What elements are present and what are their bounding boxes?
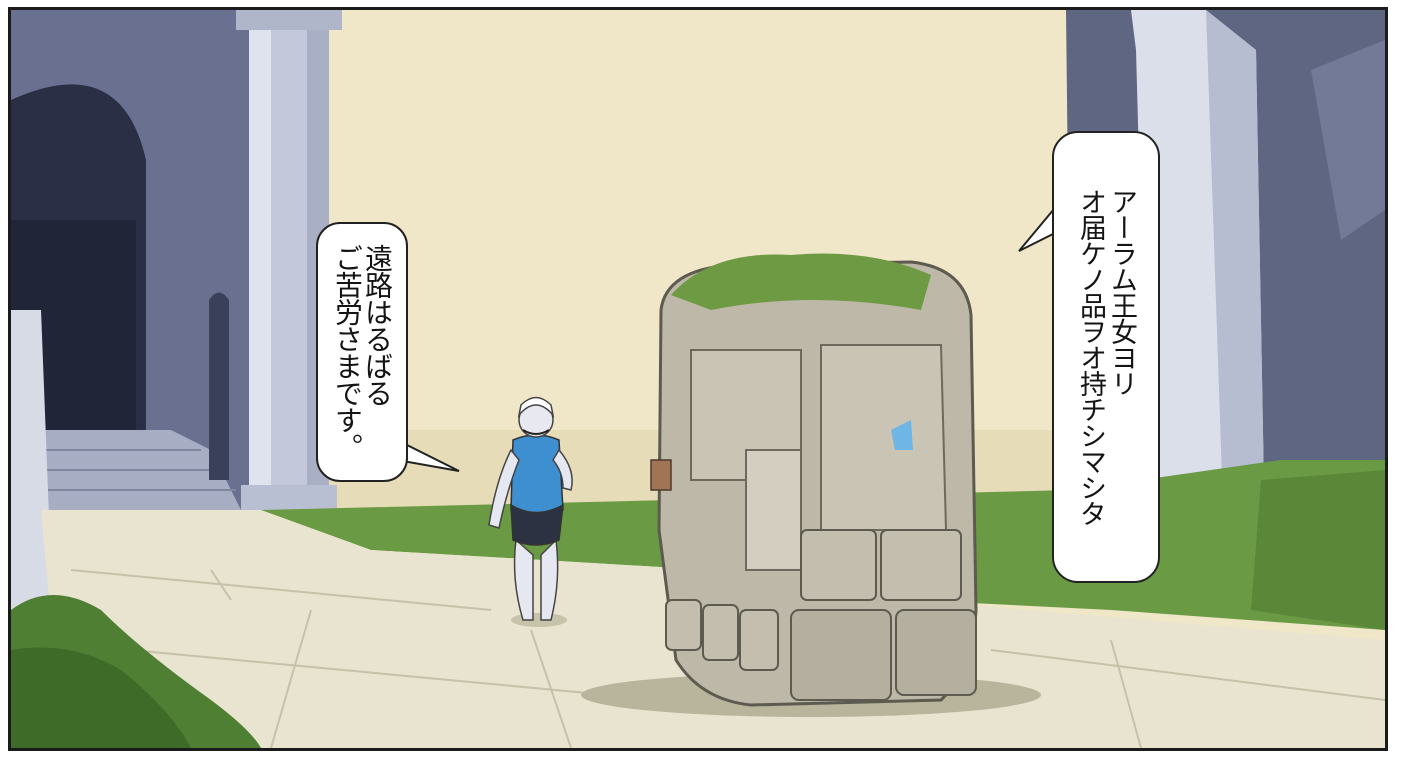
side-door (209, 292, 229, 480)
courtyard-scene (11, 10, 1385, 748)
android-girl (488, 396, 573, 627)
speech-text-right: アーラム王女ヨリ オ届ケノ品ヲオ持チシマシタ (1075, 188, 1137, 526)
speech-bubble-right: アーラム王女ヨリ オ届ケノ品ヲオ持チシマシタ (1052, 131, 1160, 583)
speech-text-left: 遠路はるばる ご苦労さまです。 (331, 244, 394, 460)
speech-bubble-left: 遠路はるばる ご苦労さまです。 (316, 222, 408, 482)
stone-golem (657, 253, 978, 707)
comic-panel: 遠路はるばる ご苦労さまです。 アーラム王女ヨリ オ届ケノ品ヲオ持チシマシタ (8, 7, 1388, 751)
right-cliff-highlight (1311, 40, 1385, 240)
